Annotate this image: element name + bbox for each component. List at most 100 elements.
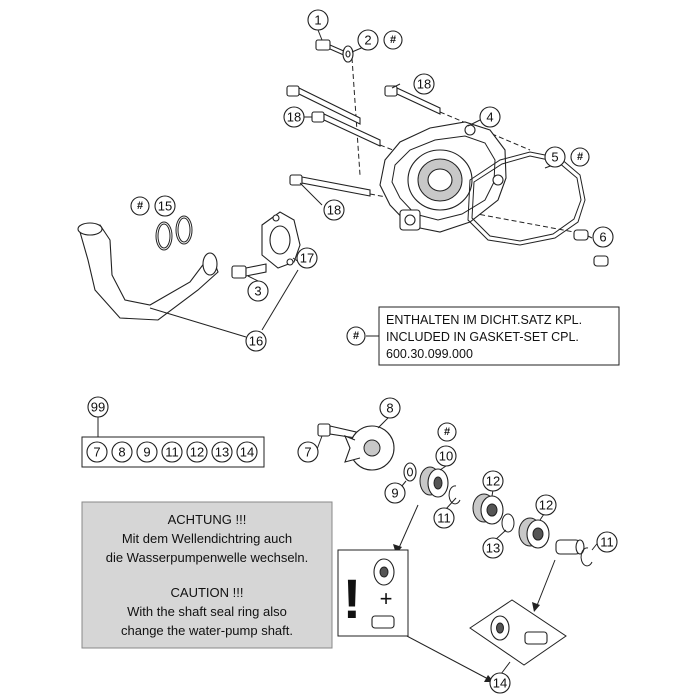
svg-text:600.30.099.000: 600.30.099.000 <box>386 347 473 361</box>
part-dowel-6 <box>573 229 609 267</box>
svg-text:6: 6 <box>599 230 606 245</box>
callout-14: 14 <box>489 672 511 694</box>
svg-text:change the water-pump shaft.: change the water-pump shaft. <box>121 623 293 638</box>
part-bolt-18-left-a <box>286 85 361 125</box>
svg-text:ENTHALTEN IM DICHT.SATZ KPL.: ENTHALTEN IM DICHT.SATZ KPL. <box>386 313 582 327</box>
part-o-ring-15 <box>155 215 193 251</box>
svg-text:12: 12 <box>539 498 553 513</box>
svg-text:18: 18 <box>327 203 341 218</box>
part-bolt-7 <box>317 423 357 439</box>
leader-line <box>587 235 593 239</box>
callout-4: 4 <box>479 106 501 128</box>
callout-hash-15: # <box>130 196 150 216</box>
callout-1: 1 <box>307 9 329 31</box>
leader-line <box>377 417 389 429</box>
svg-text:18: 18 <box>287 110 301 125</box>
svg-text:2: 2 <box>364 33 371 48</box>
seal-shaft-kit-box: ! + <box>337 549 409 637</box>
svg-text:Mit dem Wellendichtring auch: Mit dem Wellendichtring auch <box>122 531 292 546</box>
svg-text:11: 11 <box>600 535 614 550</box>
arrow-line <box>404 634 491 681</box>
callout-18-top: 18 <box>413 73 435 95</box>
callout-hash-10: # <box>437 422 457 442</box>
callout-hash-2: # <box>383 30 403 50</box>
part-circlip-11 <box>448 485 461 505</box>
svg-text:16: 16 <box>249 334 263 349</box>
svg-text:+: + <box>380 586 393 611</box>
svg-text:7: 7 <box>304 445 311 460</box>
part-bolt-18-left-b <box>311 111 381 147</box>
svg-text:14: 14 <box>240 445 254 460</box>
callout-17: 17 <box>296 247 318 269</box>
svg-text:7: 7 <box>93 445 100 460</box>
part-bolt-18-upper <box>384 85 441 115</box>
svg-text:11: 11 <box>437 511 451 526</box>
svg-text:15: 15 <box>158 199 172 214</box>
svg-text:INCLUDED IN GASKET-SET CPL.: INCLUDED IN GASKET-SET CPL. <box>386 330 579 344</box>
svg-text:99: 99 <box>91 400 105 415</box>
part-bearing-12-b <box>518 517 550 549</box>
leader-line <box>445 497 457 510</box>
svg-text:14: 14 <box>493 676 507 691</box>
callout-15: 15 <box>154 195 176 217</box>
svg-text:!: ! <box>343 567 362 630</box>
callout-8: 8 <box>379 397 401 419</box>
arrow-line <box>535 559 556 609</box>
callout-11-a: 11 <box>433 507 455 529</box>
callout-18-lower: 18 <box>323 199 345 221</box>
part-washer-2 <box>342 45 354 63</box>
svg-text:9: 9 <box>143 445 150 460</box>
leader-line <box>317 29 323 41</box>
callout-7: 7 <box>297 441 319 463</box>
part-flange-gasket-17 <box>261 211 301 269</box>
gasket-note-hash: # <box>346 326 366 346</box>
svg-text:8: 8 <box>386 401 393 416</box>
leader-line <box>467 119 481 127</box>
part-bolt-18-lower <box>289 174 371 197</box>
leader-line <box>299 182 323 206</box>
part-impeller-8 <box>343 425 395 471</box>
kit-box-14 <box>469 599 567 666</box>
leader-line <box>261 269 299 331</box>
svg-text:17: 17 <box>300 251 314 266</box>
callout-10: 10 <box>435 445 457 467</box>
part-shaft-seal-10 <box>419 466 449 498</box>
part-bolt-3 <box>231 263 267 279</box>
part-bearing-12-a <box>472 493 504 525</box>
callout-6: 6 <box>592 226 614 248</box>
svg-text:die Wasserpumpenwelle wechseln: die Wasserpumpenwelle wechseln. <box>106 550 309 565</box>
svg-text:12: 12 <box>190 445 204 460</box>
svg-text:With the shaft seal ring also: With the shaft seal ring also <box>127 604 287 619</box>
svg-text:3: 3 <box>254 284 261 299</box>
callout-13: 13 <box>482 537 504 559</box>
callout-16: 16 <box>245 330 267 352</box>
callout-99: 99 <box>87 396 109 418</box>
svg-text:#: # <box>137 200 143 212</box>
svg-text:8: 8 <box>118 445 125 460</box>
svg-text:#: # <box>353 330 359 342</box>
leader-line <box>439 465 447 471</box>
leader-line <box>500 661 511 675</box>
part-washer-9 <box>403 462 417 482</box>
callout-2: 2 <box>357 29 379 51</box>
svg-text:11: 11 <box>165 445 179 460</box>
kit-99-contents: 7 8 9 11 12 13 14 <box>81 436 265 468</box>
svg-text:13: 13 <box>486 541 500 556</box>
svg-text:5: 5 <box>551 150 558 165</box>
svg-text:CAUTION !!!: CAUTION !!! <box>171 585 244 600</box>
svg-text:9: 9 <box>391 486 398 501</box>
svg-text:18: 18 <box>417 77 431 92</box>
part-spacer-13 <box>501 513 515 533</box>
leader-line <box>247 275 259 282</box>
callout-3: 3 <box>247 280 269 302</box>
arrowhead <box>532 602 540 612</box>
part-circlip-11-b <box>580 547 593 567</box>
leader-line <box>149 307 247 338</box>
callout-18-left: 18 <box>283 106 305 128</box>
part-shaft-14 <box>555 539 585 555</box>
svg-text:#: # <box>444 426 450 438</box>
callout-11-b: 11 <box>596 531 618 553</box>
svg-text:#: # <box>577 151 583 163</box>
svg-text:13: 13 <box>215 445 229 460</box>
